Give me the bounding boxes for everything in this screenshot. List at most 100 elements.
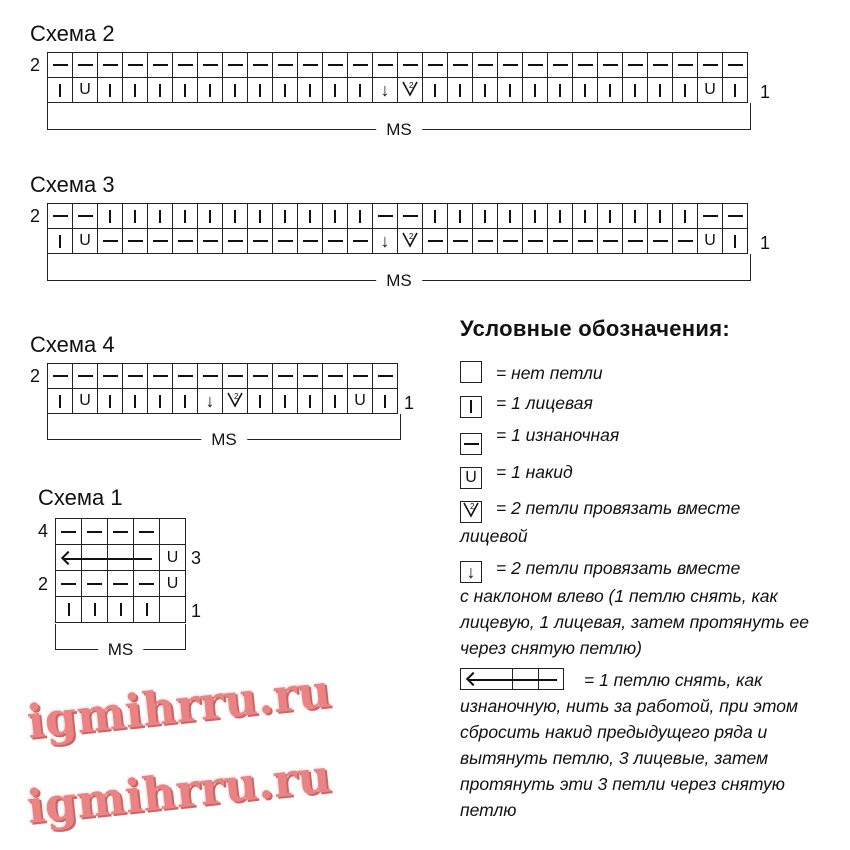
knit-stitch-icon xyxy=(559,83,561,97)
chart-cell xyxy=(134,571,160,597)
chart-cell xyxy=(548,53,573,78)
chart-cell xyxy=(598,53,623,78)
purl-stitch-icon xyxy=(61,582,76,585)
chart-cell xyxy=(82,545,108,571)
chart-cell xyxy=(173,364,198,389)
legend-item: = нет петли xyxy=(460,360,845,386)
watermark: igmihrru.ru xyxy=(24,748,334,834)
chart-cell xyxy=(723,229,748,254)
chart-cell xyxy=(273,204,298,229)
legend-text: = 1 изнаночная xyxy=(496,424,620,445)
ms-bracket: MS xyxy=(47,254,751,291)
chart-cell: U xyxy=(698,78,723,103)
purl-stitch-icon xyxy=(177,375,193,377)
chart-cell xyxy=(98,229,123,254)
purl-stitch-icon xyxy=(427,64,443,66)
purl-stitch-icon xyxy=(402,215,418,217)
knit-stitch-icon xyxy=(484,83,486,97)
legend-symbol-box xyxy=(460,361,482,383)
purl-stitch-icon xyxy=(252,240,268,242)
legend-text-continued: лицевой xyxy=(460,525,528,546)
chart-cell xyxy=(598,78,623,103)
chart-cell xyxy=(298,78,323,103)
chart-cell xyxy=(148,53,173,78)
chart-row: U xyxy=(56,545,186,571)
chart-cell xyxy=(160,519,186,545)
chart-cell xyxy=(673,53,698,78)
chart-cell xyxy=(598,204,623,229)
row-label: 3 xyxy=(191,548,202,568)
legend-symbol-box xyxy=(460,432,482,455)
legend-text: = 1 петлю снять, как xyxy=(584,669,763,690)
k2tog-icon: 2 xyxy=(401,79,419,102)
legend-symbol-box: ↓ xyxy=(460,560,482,583)
chart-cell xyxy=(623,78,648,103)
chart-cell xyxy=(123,229,148,254)
knit-stitch-icon xyxy=(59,234,61,248)
chart-cell xyxy=(373,53,398,78)
knit-stitch-icon xyxy=(109,209,111,223)
watermark: igmihrru.ru xyxy=(24,663,334,749)
purl-stitch-icon xyxy=(277,375,293,377)
chart-cell xyxy=(48,78,73,103)
yarn-over-icon: U xyxy=(79,81,91,98)
purl-stitch-icon xyxy=(127,375,143,377)
chart-cell xyxy=(323,204,348,229)
knit-stitch-icon xyxy=(659,209,661,223)
chart-cell xyxy=(198,364,223,389)
legend-symbol-box: 2 xyxy=(460,500,482,523)
chart-cell xyxy=(73,364,98,389)
yarn-over-icon: U xyxy=(354,392,366,409)
chart-cell xyxy=(398,204,423,229)
purl-stitch-icon xyxy=(477,64,493,66)
purl-stitch-icon xyxy=(602,240,618,242)
svg-text:2: 2 xyxy=(470,502,475,511)
chart-cell xyxy=(48,389,73,414)
chart-row: U xyxy=(56,571,186,597)
chart-cell xyxy=(473,53,498,78)
chart-cell xyxy=(448,204,473,229)
chart-cell xyxy=(698,53,723,78)
chart-row xyxy=(56,519,186,545)
purl-stitch-icon xyxy=(102,240,118,242)
purl-stitch-icon xyxy=(652,240,668,242)
chart-cell xyxy=(148,364,173,389)
knit-stitch-icon xyxy=(484,209,486,223)
chart-cell xyxy=(448,78,473,103)
chart-cell xyxy=(448,53,473,78)
knit-stitch-icon xyxy=(609,83,611,97)
chart-cell xyxy=(82,571,108,597)
yarn-over-icon: U xyxy=(166,574,179,592)
chart-cell xyxy=(648,78,673,103)
chart-cell xyxy=(198,78,223,103)
chart-cell xyxy=(248,364,273,389)
chart-cell xyxy=(323,364,348,389)
chart-cell: U xyxy=(73,78,98,103)
chart-cell xyxy=(423,53,448,78)
knit-stitch-icon xyxy=(259,83,261,97)
chart-cell xyxy=(348,204,373,229)
chart-cell xyxy=(48,204,73,229)
yarn-over-icon: U xyxy=(465,468,477,486)
purl-stitch-icon xyxy=(152,240,168,242)
knit-stitch-icon xyxy=(359,83,361,97)
chart-cell xyxy=(223,229,248,254)
purl-stitch-icon xyxy=(627,64,643,66)
legend-symbol-box: U xyxy=(460,466,482,489)
knit-stitch-icon xyxy=(434,209,436,223)
purl-stitch-icon xyxy=(177,64,193,66)
chart-cell xyxy=(98,78,123,103)
row-label: 4 xyxy=(38,521,49,541)
chart-cell xyxy=(498,229,523,254)
chart-cell xyxy=(148,229,173,254)
knit-stitch-icon xyxy=(234,209,236,223)
chart-cell: ↓ xyxy=(198,389,223,414)
chart-cell xyxy=(148,204,173,229)
purl-stitch-icon xyxy=(727,64,743,66)
knit-stitch-icon xyxy=(659,83,661,97)
chart-cell xyxy=(108,571,134,597)
purl-stitch-icon xyxy=(377,64,393,66)
